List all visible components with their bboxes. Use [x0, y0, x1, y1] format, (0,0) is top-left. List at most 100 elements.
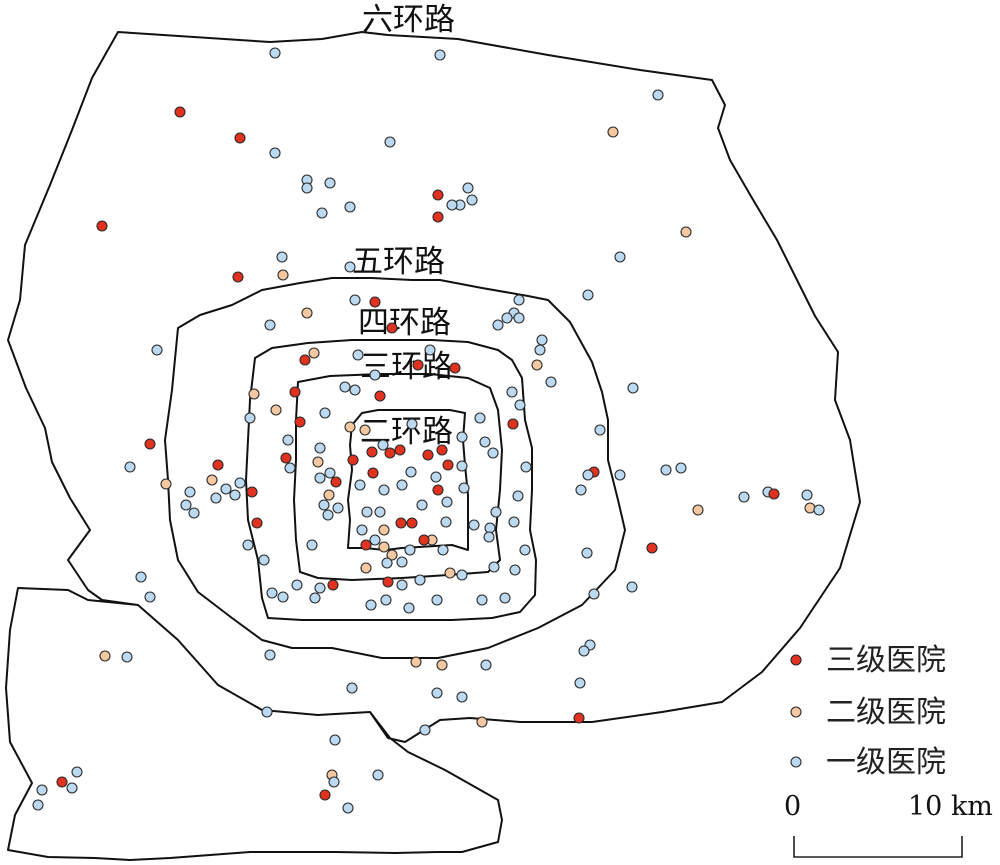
hospital-point-primary: [377, 439, 389, 451]
hospital-point-primary: [309, 592, 321, 604]
hospital-point-tertiary: [394, 444, 406, 456]
hospital-point-primary: [277, 591, 289, 603]
hospital-point-secondary: [444, 567, 456, 579]
hospital-point-primary: [514, 399, 526, 411]
hospital-point-primary: [349, 294, 361, 306]
hospital-point-primary: [329, 734, 341, 746]
hospital-point-tertiary: [96, 220, 108, 232]
hospital-point-primary: [480, 659, 492, 671]
hospital-point-primary: [479, 436, 491, 448]
hospital-point-primary: [441, 496, 453, 508]
hospital-point-primary: [419, 724, 431, 736]
hospital-point-primary: [652, 89, 664, 101]
hospital-point-primary: [440, 516, 452, 528]
scale-start-label: 0: [784, 791, 801, 822]
hospital-point-tertiary: [386, 322, 398, 334]
hospital-point-primary: [588, 588, 600, 600]
hospital-point-primary: [324, 467, 336, 479]
scale-end-label: 10 km: [908, 791, 993, 822]
hospital-point-primary: [506, 386, 518, 398]
hospital-point-primary: [431, 687, 443, 699]
hospital-point-tertiary: [144, 438, 156, 450]
hospital-point-primary: [318, 499, 330, 511]
hospital-point-tertiary: [442, 459, 454, 471]
hospital-point-secondary: [248, 388, 260, 400]
hospital-point-tertiary: [768, 488, 780, 500]
hospital-point-primary: [71, 766, 83, 778]
ring2-label: 二环路: [360, 414, 453, 450]
hospital-point-secondary: [378, 524, 390, 536]
hospital-point-primary: [244, 412, 256, 424]
hospital-point-primary: [582, 469, 594, 481]
hospital-point-secondary: [99, 650, 111, 662]
hospital-point-primary: [124, 461, 136, 473]
legend-label-secondary: 二级医院: [826, 695, 946, 730]
hospital-point-primary: [456, 569, 468, 581]
hospital-point-tertiary: [507, 418, 519, 430]
hospital-point-primary: [188, 507, 200, 519]
hospital-point-tertiary: [366, 446, 378, 458]
hospital-point-primary: [545, 376, 557, 388]
hospital-point-tertiary: [299, 354, 311, 366]
hospital-point-tertiary: [234, 132, 246, 144]
hospital-point-secondary: [270, 404, 282, 416]
hospital-point-primary: [484, 522, 496, 534]
hospital-point-primary: [396, 479, 408, 491]
hospital-point-tertiary: [246, 486, 258, 498]
hospital-point-primary: [365, 599, 377, 611]
hospital-point-secondary: [323, 489, 335, 501]
hospital-point-primary: [220, 483, 232, 495]
hospital-point-primary: [512, 490, 524, 502]
hospital-point-primary: [488, 561, 500, 573]
hospital-point-primary: [266, 587, 278, 599]
hospital-point-primary: [474, 412, 486, 424]
hospital-point-primary: [342, 802, 354, 814]
hospital-point-primary: [437, 544, 449, 556]
hospital-point-primary: [378, 484, 390, 496]
hospital-point-secondary: [531, 359, 543, 371]
hospital-point-primary: [354, 479, 366, 491]
hospital-point-tertiary: [330, 476, 342, 488]
hospital-point-primary: [434, 49, 446, 61]
hospital-point-primary: [594, 424, 606, 436]
hospital-point-primary: [513, 312, 525, 324]
hospital-point-primary: [352, 349, 364, 361]
ring-road-6: [5, 31, 861, 861]
legend: 三级医院 二级医院 一级医院: [790, 643, 946, 780]
hospital-point-primary: [431, 594, 443, 606]
hospital-point-secondary: [301, 307, 313, 319]
hospital-point-primary: [403, 602, 415, 614]
hospital-point-primary: [339, 381, 351, 393]
hospital-point-primary: [738, 491, 750, 503]
hospital-point-primary: [282, 434, 294, 446]
hospital-point-primary: [32, 799, 44, 811]
hospital-point-primary: [356, 524, 368, 536]
hospital-point-primary: [492, 319, 504, 331]
hospital-point-tertiary: [347, 454, 359, 466]
hospital-point-primary: [306, 539, 318, 551]
hospital-point-primary: [575, 484, 587, 496]
hospital-point-primary: [234, 477, 246, 489]
hospital-point-tertiary: [573, 712, 585, 724]
hospital-points: [32, 47, 825, 814]
hospital-point-primary: [151, 344, 163, 356]
hospital-point-primary: [626, 581, 638, 593]
hospital-point-tertiary: [369, 296, 381, 308]
hospital-point-primary: [380, 594, 392, 606]
hospital-point-primary: [180, 499, 192, 511]
hospital-point-primary: [462, 182, 474, 194]
hospital-point-primary: [210, 492, 222, 504]
hospital-point-primary: [404, 544, 416, 556]
hospital-point-secondary: [160, 478, 172, 490]
hospital-point-primary: [614, 251, 626, 263]
hospital-point-tertiary: [327, 579, 339, 591]
hospital-point-primary: [242, 539, 254, 551]
hospital-point-secondary: [436, 659, 448, 671]
hospital-point-primary: [487, 447, 499, 459]
scale-bar-line: [793, 836, 963, 858]
hospital-point-primary: [660, 464, 672, 476]
hospital-point-primary: [406, 418, 418, 430]
hospital-point-primary: [468, 519, 480, 531]
ring-road-2: [347, 409, 469, 551]
